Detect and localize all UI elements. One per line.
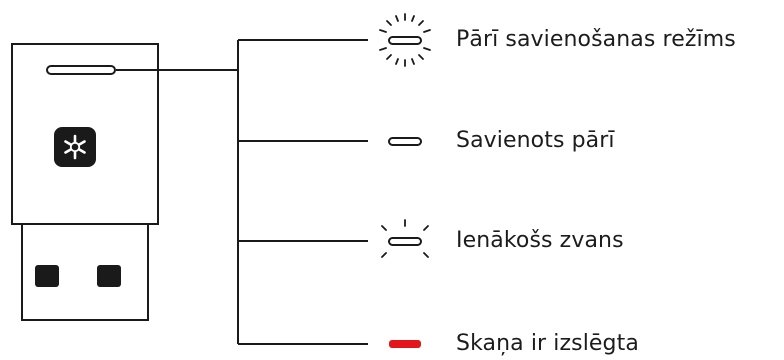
connector-hole-right bbox=[97, 265, 121, 287]
led-indicator-solid-red bbox=[389, 340, 421, 348]
receiver-led bbox=[46, 65, 116, 75]
led-indicator-solid bbox=[388, 137, 422, 146]
connector-hole-left bbox=[35, 265, 59, 287]
state-label-incoming-call: Ienākošs zvans bbox=[456, 228, 624, 253]
usb-receiver bbox=[11, 43, 159, 321]
snowflake-asterisk-icon bbox=[54, 127, 96, 167]
led-indicator-slow-blink bbox=[381, 219, 429, 258]
state-label-paired: Savienots pārī bbox=[456, 128, 615, 153]
led-indicator-fast-blink bbox=[379, 13, 431, 67]
connector-lines bbox=[116, 39, 368, 345]
state-label-muted: Skaņa ir izslēgta bbox=[456, 331, 639, 356]
state-label-pairing: Pārī savienošanas režīms bbox=[456, 27, 736, 52]
